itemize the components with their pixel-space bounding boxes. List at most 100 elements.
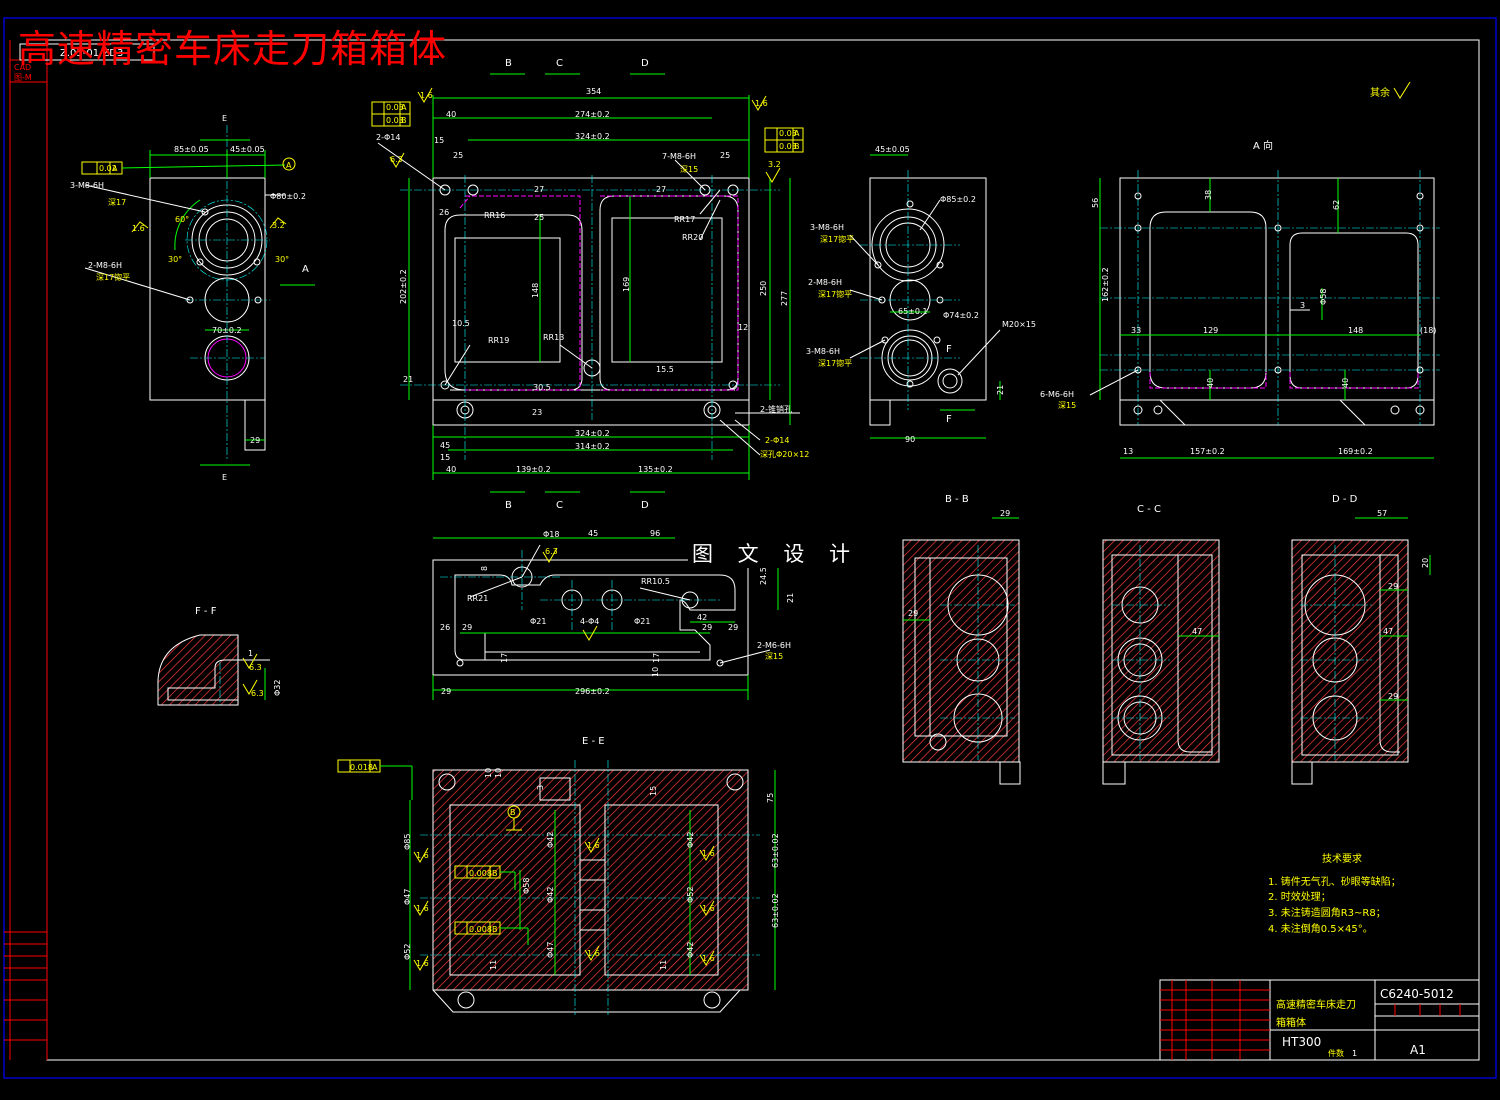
qty-value: 1 xyxy=(1352,1049,1357,1058)
top-view xyxy=(432,537,779,700)
svg-text:RR20: RR20 xyxy=(682,233,703,242)
svg-text:RR19: RR19 xyxy=(488,336,509,345)
svg-text:B: B xyxy=(492,869,498,878)
svg-text:27: 27 xyxy=(534,185,544,194)
svg-text:277: 277 xyxy=(780,291,789,306)
svg-text:8: 8 xyxy=(480,566,489,571)
svg-text:E: E xyxy=(222,114,227,123)
svg-text:3-M8-6H: 3-M8-6H xyxy=(806,347,840,356)
svg-text:2-锥销孔: 2-锥销孔 xyxy=(760,404,792,414)
svg-text:314±0.2: 314±0.2 xyxy=(575,442,610,451)
svg-text:139±0.2: 139±0.2 xyxy=(516,465,551,474)
svg-text:Φ52: Φ52 xyxy=(403,944,412,960)
document-title: 高速精密车床走刀箱箱体 xyxy=(18,27,448,71)
svg-text:29: 29 xyxy=(462,623,472,632)
svg-text:10: 10 xyxy=(494,768,503,778)
cc-title: C - C xyxy=(1137,504,1161,515)
svg-text:57: 57 xyxy=(1377,509,1387,518)
svg-text:6.3: 6.3 xyxy=(390,155,403,164)
tech-item-3: 3. 未注铸造圆角R3~R8； xyxy=(1268,906,1386,919)
qty-label: 件数 xyxy=(1328,1048,1344,1058)
svg-text:62: 62 xyxy=(1332,200,1341,210)
svg-text:148: 148 xyxy=(531,283,540,298)
svg-text:45±0.05: 45±0.05 xyxy=(875,145,910,154)
svg-text:3-M8-6H: 3-M8-6H xyxy=(810,223,844,232)
svg-text:15: 15 xyxy=(440,453,450,462)
svg-text:162±0.2: 162±0.2 xyxy=(1101,267,1110,302)
svg-text:F: F xyxy=(946,414,952,425)
svg-text:B: B xyxy=(401,116,407,125)
svg-text:Φ85: Φ85 xyxy=(403,834,412,850)
svg-text:Φ52: Φ52 xyxy=(686,887,695,903)
svg-text:Φ18: Φ18 xyxy=(543,530,559,539)
svg-text:157±0.2: 157±0.2 xyxy=(1190,447,1225,456)
drawing-code: Z.05-01/ZD3 xyxy=(60,48,123,59)
svg-text:324±0.2: 324±0.2 xyxy=(575,132,610,141)
cc-dim-47: 47 xyxy=(1192,627,1202,636)
svg-text:A: A xyxy=(372,763,378,772)
svg-text:A: A xyxy=(302,264,309,275)
svg-text:169: 169 xyxy=(622,277,631,292)
drawing-number: C6240-5012 xyxy=(1380,987,1454,1001)
watermark-text: 图 文 设 计 xyxy=(688,538,864,568)
svg-text:1.6: 1.6 xyxy=(587,841,600,850)
svg-text:B: B xyxy=(510,808,516,817)
bb-title: B - B xyxy=(945,494,969,505)
svg-text:40: 40 xyxy=(446,465,456,474)
svg-text:15: 15 xyxy=(649,786,658,796)
svg-text:1.6: 1.6 xyxy=(416,959,429,968)
bb-section xyxy=(902,517,1021,785)
svg-text:96: 96 xyxy=(650,529,660,538)
sheet-size: A1 xyxy=(1410,1043,1426,1057)
svg-text:0.008: 0.008 xyxy=(469,869,492,878)
cc-section xyxy=(1102,539,1220,785)
svg-text:29: 29 xyxy=(250,436,260,445)
svg-text:6-M6-6H: 6-M6-6H xyxy=(1040,390,1074,399)
ff-dimensions: 1 6.3 6.3 Φ32 xyxy=(248,649,282,698)
svg-text:24.5: 24.5 xyxy=(759,567,768,585)
svg-text:354: 354 xyxy=(586,87,601,96)
svg-text:1.6: 1.6 xyxy=(587,949,600,958)
svg-text:21: 21 xyxy=(403,375,413,384)
svg-text:56: 56 xyxy=(1091,198,1100,208)
svg-text:1: 1 xyxy=(248,649,253,658)
svg-text:45±0.05: 45±0.05 xyxy=(230,145,265,154)
ee-section xyxy=(337,759,776,1015)
dd-section xyxy=(1291,517,1431,785)
svg-text:1.6: 1.6 xyxy=(702,954,715,963)
bb-dimensions: 29 29 xyxy=(908,509,1010,618)
svg-text:11: 11 xyxy=(489,960,498,970)
dd-title: D - D xyxy=(1332,494,1358,505)
material: HT300 xyxy=(1282,1035,1321,1049)
svg-text:1.6: 1.6 xyxy=(755,99,768,108)
drawing-code-box xyxy=(19,43,155,61)
svg-text:169±0.2: 169±0.2 xyxy=(1338,447,1373,456)
svg-text:17: 17 xyxy=(652,653,661,663)
ff-section xyxy=(157,634,270,706)
svg-text:0.03: 0.03 xyxy=(386,103,404,112)
svg-text:B: B xyxy=(505,500,512,511)
svg-text:75: 75 xyxy=(766,793,775,803)
svg-text:M20×15: M20×15 xyxy=(1002,320,1036,329)
svg-text:0.018: 0.018 xyxy=(350,763,373,772)
svg-text:深15: 深15 xyxy=(765,652,783,661)
svg-text:深17: 深17 xyxy=(108,198,126,207)
binding-table xyxy=(4,931,47,1041)
svg-text:1.6: 1.6 xyxy=(702,904,715,913)
a-view-dimensions: 56 38 62 162±0.2 3 Φ58 33 129 148 (18) 4… xyxy=(1040,190,1436,456)
svg-text:深15: 深15 xyxy=(680,165,698,174)
svg-text:Φ42: Φ42 xyxy=(546,832,555,848)
svg-text:13: 13 xyxy=(1123,447,1133,456)
svg-text:4-Φ4: 4-Φ4 xyxy=(580,617,599,626)
front-view xyxy=(371,73,804,493)
svg-text:深17锪平: 深17锪平 xyxy=(96,272,130,282)
svg-text:15: 15 xyxy=(434,136,444,145)
svg-text:B: B xyxy=(492,925,498,934)
ff-title: F - F xyxy=(195,606,217,617)
svg-text:6.3: 6.3 xyxy=(251,689,264,698)
svg-text:B: B xyxy=(505,58,512,69)
svg-text:12: 12 xyxy=(738,323,748,332)
svg-text:0.03: 0.03 xyxy=(386,116,404,125)
svg-text:250: 250 xyxy=(759,281,768,296)
